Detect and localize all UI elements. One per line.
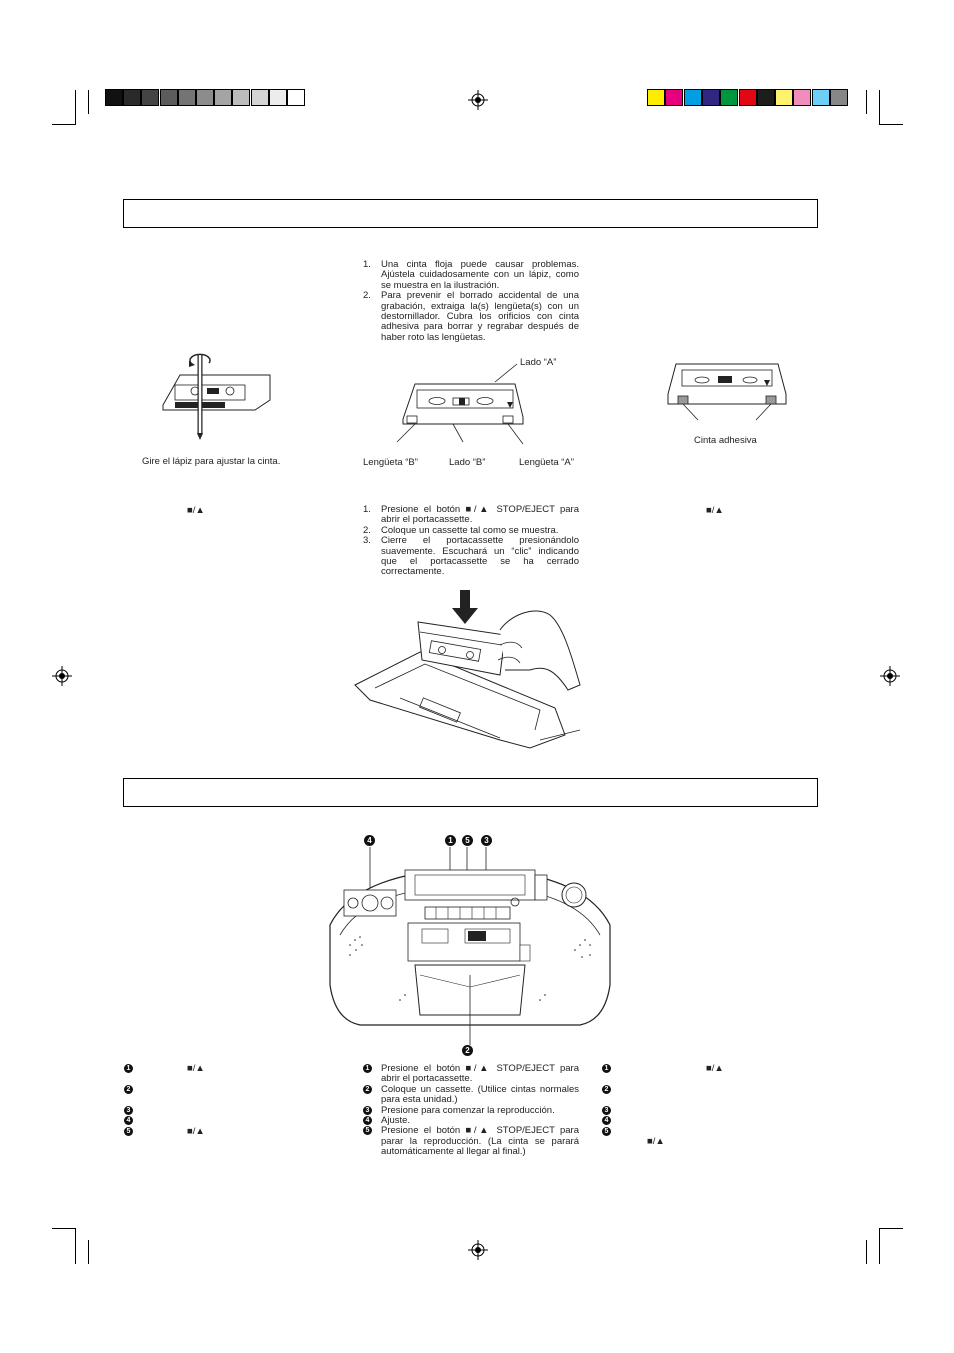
gray-swatch <box>250 89 269 106</box>
callout-1: 1 <box>445 835 456 846</box>
crop-mark <box>52 1228 76 1229</box>
cassette-tabs-illustration <box>396 363 524 445</box>
left-item-3: 3 <box>124 1106 133 1117</box>
right-item-3: 3 <box>602 1106 611 1117</box>
gray-swatch <box>214 89 233 106</box>
tab-a-label: Lengüeta “A” <box>519 457 574 468</box>
registration-mark-icon <box>880 666 900 686</box>
callout-3: 3 <box>481 835 492 846</box>
left-stop-eject-symbol: ■/▲ <box>187 505 205 516</box>
gray-swatch <box>123 89 142 106</box>
section-header-box <box>123 199 818 228</box>
color-swatch <box>683 89 702 106</box>
crop-mark <box>75 1228 76 1264</box>
left-item-4: 4 <box>124 1116 133 1127</box>
load-cassette-steps: 1.Presione el botón ■/▲ STOP/EJECT para … <box>363 504 579 578</box>
adhesive-tape-label: Cinta adhesiva <box>694 435 757 446</box>
color-swatch <box>793 89 812 106</box>
crop-mark <box>879 1228 880 1264</box>
list-item: 2.Coloque un cassette tal como se muestr… <box>363 524 559 536</box>
crop-mark <box>866 1240 867 1264</box>
list-item: 3.Cierre el portacassette presionándolo … <box>363 535 579 578</box>
color-swatch <box>830 89 848 106</box>
callout-5: 5 <box>462 835 473 846</box>
color-swatch <box>647 89 665 106</box>
callout-2: 2 <box>462 1045 473 1056</box>
right-item-4: 4 <box>602 1116 611 1127</box>
tab-b-label: Lengüeta “B” <box>363 457 418 468</box>
left-item-1: 1■/▲ <box>124 1063 205 1075</box>
pencil-cassette-illustration <box>162 353 271 440</box>
right-item-2: 2 <box>602 1085 611 1096</box>
boombox-illustration <box>329 847 611 1045</box>
list-item: 2.Para prevenir el borrado accidental de… <box>363 290 579 343</box>
registration-mark-icon <box>52 666 72 686</box>
crop-mark <box>52 124 76 125</box>
right-item-1: 1■/▲ <box>602 1063 724 1075</box>
color-swatch <box>665 89 684 106</box>
color-swatch <box>738 89 757 106</box>
list-item: 1.Presione el botón ■/▲ STOP/EJECT para … <box>363 504 579 526</box>
registration-mark-icon <box>468 1240 488 1260</box>
gray-swatch <box>159 89 178 106</box>
color-swatch <box>701 89 720 106</box>
gray-swatch <box>141 89 160 106</box>
left-item-5: 5■/▲ <box>124 1126 205 1138</box>
gray-swatch <box>232 89 251 106</box>
color-swatch <box>775 89 794 106</box>
side-b-label: Lado “B” <box>449 457 486 468</box>
crop-mark <box>879 90 880 125</box>
registration-mark-icon <box>468 90 488 110</box>
insert-cassette-illustration <box>354 590 581 749</box>
crop-mark <box>879 124 903 125</box>
right-extra-symbol: ■/▲ <box>647 1136 665 1147</box>
right-item-5: 5 <box>602 1127 611 1138</box>
gray-swatch <box>177 89 196 106</box>
color-swatch <box>720 89 739 106</box>
gray-swatch <box>268 89 287 106</box>
side-a-label: Lado “A” <box>520 357 557 368</box>
cassette-care-notes: 1.Una cinta floja puede causar problemas… <box>363 259 579 343</box>
crop-mark <box>88 1240 89 1264</box>
crop-mark <box>88 90 89 114</box>
adhesive-tape-cassette-illustration <box>667 363 787 421</box>
right-stop-eject-symbol: ■/▲ <box>706 505 724 516</box>
crop-mark <box>75 90 76 125</box>
crop-mark <box>866 90 867 114</box>
color-swatch <box>811 89 830 106</box>
left-item-2: 2 <box>124 1085 133 1096</box>
list-item: 1.Una cinta floja puede causar problemas… <box>363 259 579 291</box>
section-header-box <box>123 778 818 807</box>
color-swatch <box>756 89 775 106</box>
callout-4: 4 <box>364 835 375 846</box>
gray-swatch <box>105 89 123 106</box>
gray-swatch <box>287 89 305 106</box>
gray-swatch <box>196 89 214 106</box>
pencil-caption: Gire el lápiz para ajustar la cinta. <box>142 456 281 467</box>
crop-mark <box>879 1228 903 1229</box>
